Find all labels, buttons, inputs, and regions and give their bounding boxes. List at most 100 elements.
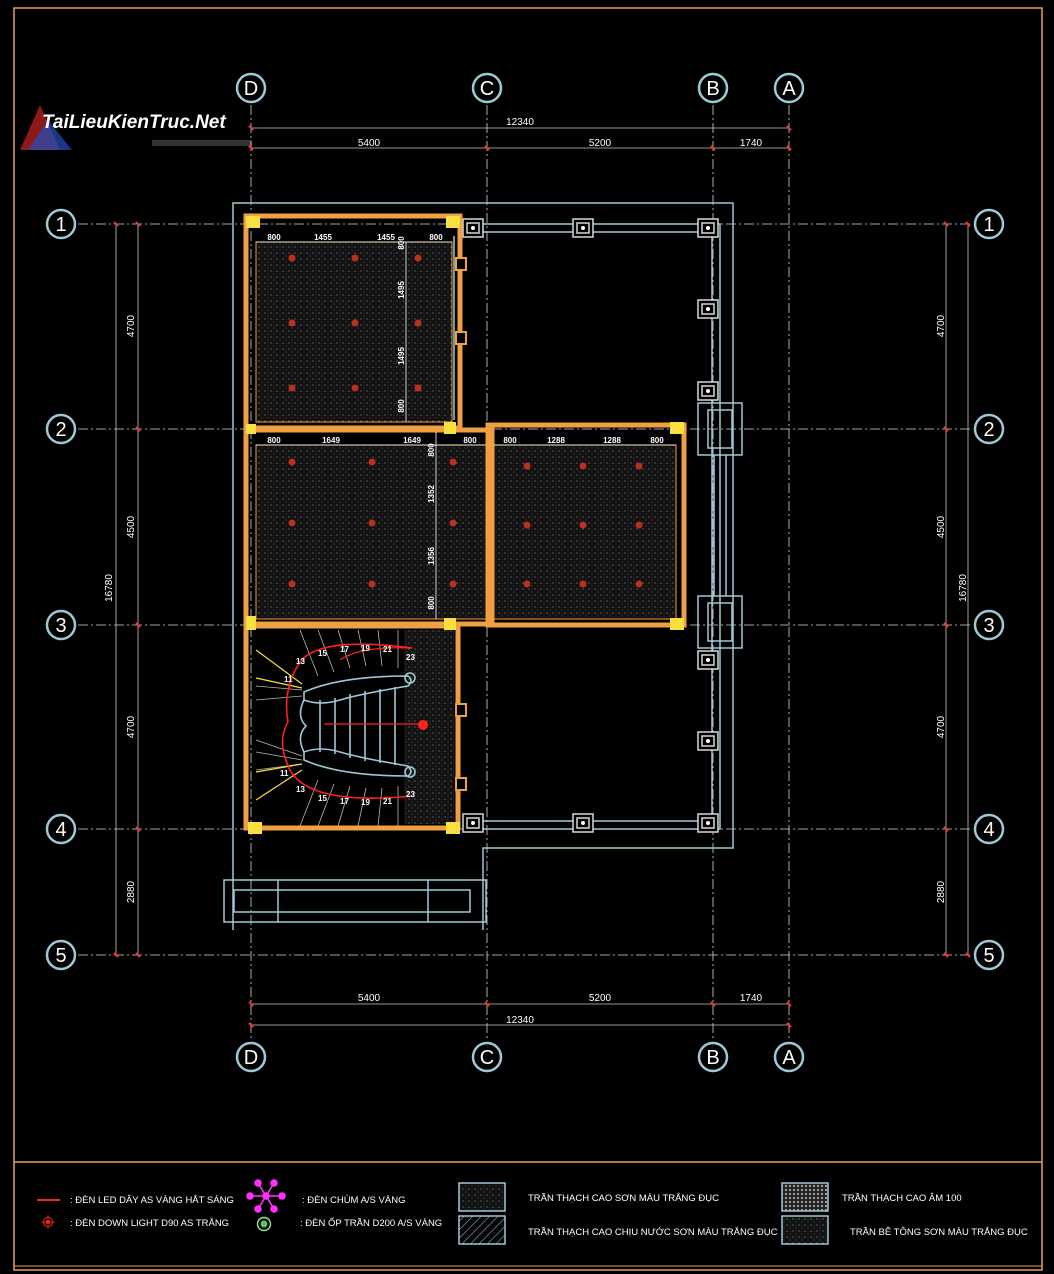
r1-dim-top-3: 1455 bbox=[377, 233, 395, 242]
bubble-a-top: A bbox=[782, 78, 796, 100]
stair-num-19-top: 19 bbox=[361, 644, 370, 653]
r2-dim-top-3: 1649 bbox=[403, 436, 421, 445]
legend-ceiling-lamp: : ĐÈN ỐP TRẦN D200 A/S VÀNG bbox=[300, 1217, 442, 1229]
r3-dim-top-1: 800 bbox=[503, 436, 517, 445]
r3-dim-top-3: 1288 bbox=[603, 436, 621, 445]
r2-dim-top-4: 800 bbox=[463, 436, 477, 445]
dim-bottom-overall: 12340 bbox=[506, 1015, 534, 1026]
dim-top-seg-2: 5200 bbox=[589, 138, 612, 149]
r1-dim-top-2: 1455 bbox=[314, 233, 332, 242]
ceiling-concrete-swatch bbox=[781, 1215, 829, 1245]
stair-ceiling-lamp bbox=[418, 720, 428, 730]
dim-top-overall: 12340 bbox=[506, 117, 534, 128]
dim-right-seg-4: 2880 bbox=[936, 880, 947, 903]
drawing-frame bbox=[13, 7, 1043, 1271]
bubble-2-right: 2 bbox=[983, 419, 994, 441]
stair-num-15-top: 15 bbox=[318, 649, 327, 658]
dim-right-seg-3: 4700 bbox=[936, 715, 947, 738]
stair-room bbox=[243, 623, 461, 831]
bubble-4-left: 4 bbox=[55, 819, 66, 841]
r2-dim-side-1: 800 bbox=[427, 443, 436, 457]
stair-num-23-top: 23 bbox=[406, 653, 415, 662]
legend: : ĐÈN LED DÂY AS VÀNG HẮT SÁNG : ĐÈN DOW… bbox=[37, 1179, 1028, 1245]
ceiling-lamp-symbol bbox=[256, 1216, 272, 1232]
dim-left-seg-4: 2880 bbox=[126, 880, 137, 903]
r1-dim-side-4: 800 bbox=[397, 399, 406, 413]
ceiling-recessed-swatch bbox=[781, 1182, 829, 1212]
stair-num-21-bottom: 21 bbox=[383, 797, 392, 806]
bubble-1-right: 1 bbox=[983, 214, 994, 236]
r1-dim-side-3: 1495 bbox=[397, 347, 406, 365]
watermark-text: TaiLieuKienTruc.Net bbox=[42, 112, 226, 133]
stair-num-11-top: 11 bbox=[284, 675, 293, 684]
bubble-b-bottom: B bbox=[706, 1047, 719, 1069]
bubble-c-top: C bbox=[480, 78, 494, 100]
r1-dim-side-1: 800 bbox=[397, 236, 406, 250]
bubble-4-right: 4 bbox=[983, 819, 994, 841]
room-2-ceiling bbox=[243, 427, 495, 627]
r1-dim-top-1: 800 bbox=[267, 233, 281, 242]
yellow-columns bbox=[246, 216, 684, 834]
dim-right-seg-1: 4700 bbox=[936, 314, 947, 337]
dim-chain-bottom bbox=[248, 1001, 792, 1028]
r2-dim-side-2: 1352 bbox=[427, 485, 436, 503]
bubble-a-bottom: A bbox=[782, 1047, 796, 1069]
bubble-d-top: D bbox=[244, 78, 258, 100]
bubble-c-bottom: C bbox=[480, 1047, 494, 1069]
dim-left-seg-3: 4700 bbox=[126, 715, 137, 738]
stair-num-13-top: 13 bbox=[296, 657, 305, 666]
legend-ceiling-concrete: TRẦN BÊ TÔNG SƠN MÀU TRẮNG ĐỤC bbox=[850, 1227, 1028, 1238]
dim-left-seg-1: 4700 bbox=[126, 314, 137, 337]
dim-top-seg-1: 5400 bbox=[358, 138, 381, 149]
room-3-ceiling bbox=[485, 422, 687, 628]
dim-chain-right bbox=[943, 221, 971, 958]
legend-chandelier: : ĐÈN CHÙM A/S VÀNG bbox=[302, 1195, 405, 1206]
room-1-ceiling bbox=[243, 213, 463, 431]
bubble-2-left: 2 bbox=[55, 419, 66, 441]
bubble-1-left: 1 bbox=[55, 214, 66, 236]
downlights bbox=[288, 254, 643, 588]
dim-bottom-seg-3: 1740 bbox=[740, 993, 763, 1004]
staircase bbox=[255, 629, 420, 827]
dim-bottom-seg-1: 5400 bbox=[358, 993, 381, 1004]
wall-niches bbox=[455, 257, 467, 791]
column-bubbles-bottom: D C B A bbox=[235, 1041, 805, 1073]
r3-dim-top-2: 1288 bbox=[547, 436, 565, 445]
r2-dim-top-1: 800 bbox=[267, 436, 281, 445]
stair-num-19-bottom: 19 bbox=[361, 798, 370, 807]
stair-num-11-bottom: 11 bbox=[280, 769, 289, 778]
dim-chain-left bbox=[113, 221, 141, 958]
legend-ceiling-waterproof: TRẦN THẠCH CAO CHỊU NƯỚC SƠN MÀU TRẮNG Đ… bbox=[528, 1227, 778, 1238]
stair-num-17-top: 17 bbox=[340, 645, 349, 654]
dim-left-seg-2: 4500 bbox=[126, 515, 137, 538]
legend-ceiling-plain: TRẦN THẠCH CAO SƠN MÀU TRẮNG ĐỤC bbox=[528, 1193, 719, 1204]
room-dimension-texts: 800 1455 1455 800 800 1495 1495 800 800 … bbox=[267, 233, 664, 610]
dim-right-overall: 16780 bbox=[958, 574, 969, 602]
stair-num-15-bottom: 15 bbox=[318, 794, 327, 803]
column-bubbles-top: D C B A bbox=[235, 72, 805, 104]
dim-right-seg-2: 4500 bbox=[936, 515, 947, 538]
stair-num-13-bottom: 13 bbox=[296, 785, 305, 794]
ceiling-waterproof-swatch bbox=[458, 1215, 506, 1245]
stair-num-21-top: 21 bbox=[383, 645, 392, 654]
grid-lines bbox=[78, 105, 972, 1040]
bubble-3-right: 3 bbox=[983, 615, 994, 637]
dim-bottom-seg-2: 5200 bbox=[589, 993, 612, 1004]
dim-left-overall: 16780 bbox=[104, 574, 115, 602]
chandelier-symbol bbox=[246, 1179, 286, 1213]
stair-num-17-bottom: 17 bbox=[340, 797, 349, 806]
bubble-b-top: B bbox=[706, 78, 719, 100]
row-bubbles-right: 1 2 3 4 5 bbox=[973, 208, 1005, 971]
stair-num-23-bottom: 23 bbox=[406, 790, 415, 799]
bubble-3-left: 3 bbox=[55, 615, 66, 637]
legend-downlight: : ĐÈN DOWN LIGHT D90 AS TRẮNG bbox=[70, 1218, 229, 1229]
downlight-symbol bbox=[41, 1215, 55, 1229]
dim-chain-top bbox=[248, 125, 792, 151]
legend-ceiling-recessed: TRẦN THẠCH CAO ÂM 100 bbox=[842, 1193, 962, 1204]
r2-dim-top-2: 1649 bbox=[322, 436, 340, 445]
ceiling-plain-swatch bbox=[458, 1182, 506, 1212]
row-bubbles-left: 1 2 3 4 5 bbox=[45, 208, 77, 971]
r2-dim-side-4: 800 bbox=[427, 596, 436, 610]
r3-dim-top-4: 800 bbox=[650, 436, 664, 445]
